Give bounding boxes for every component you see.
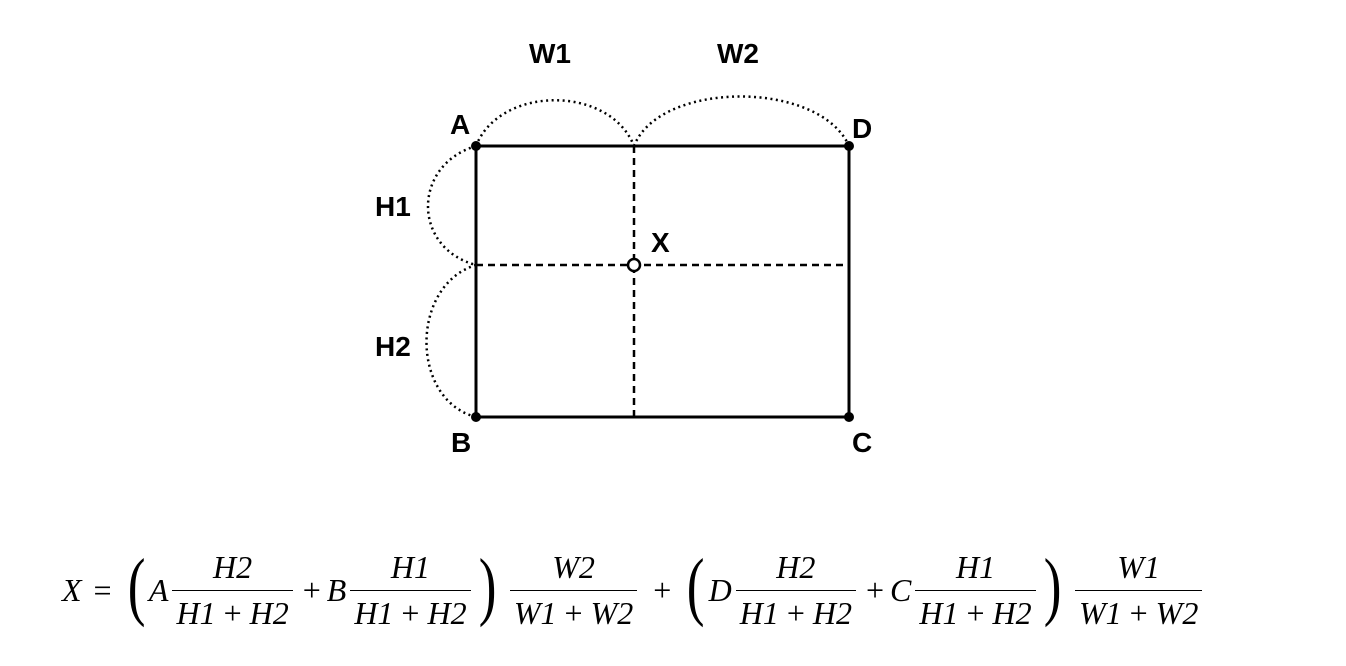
w2-dotted-arc xyxy=(632,95,851,147)
label-x: X xyxy=(651,227,670,258)
fraction-numerator: W1 xyxy=(1117,548,1160,585)
fraction-numerator: H2 xyxy=(776,548,816,585)
bilinear-formula: X = ( A H2 H1+H2 + B H1 H1+H2 ) W2 W1+W2… xyxy=(62,545,1206,635)
term2-weight-fraction: W1 W1+W2 xyxy=(1074,548,1203,632)
point-b xyxy=(471,412,481,422)
point-d xyxy=(844,141,854,151)
label-d: D xyxy=(852,113,873,144)
fraction-denominator: W1+W2 xyxy=(509,589,638,632)
fraction-denominator: H1+H2 xyxy=(172,589,293,632)
label-w1: W1 xyxy=(529,38,571,69)
w1-dotted-arc xyxy=(474,99,636,147)
fraction-denominator: H1+H2 xyxy=(350,589,471,632)
rectangle-abcd xyxy=(474,144,851,419)
term2-coef-c: C xyxy=(890,571,912,608)
term2-fraction-1: H2 H1+H2 xyxy=(735,548,856,632)
formula-lhs: X xyxy=(62,571,82,608)
term2-coef-d: D xyxy=(708,571,732,608)
formula-plus: + xyxy=(653,571,672,608)
term1-coef-b: B xyxy=(326,571,347,608)
h2-dotted-arc xyxy=(425,263,477,419)
fraction-numerator: W2 xyxy=(552,548,595,585)
fraction-denominator: H1+H2 xyxy=(915,589,1036,632)
term2-open-paren: ( xyxy=(687,544,705,628)
h1-dotted-arc xyxy=(426,144,477,267)
point-x xyxy=(626,257,642,273)
term1-plus: + xyxy=(302,571,321,608)
fraction-numerator: H1 xyxy=(955,548,996,585)
fraction-numerator: H1 xyxy=(390,548,430,585)
label-h1: H1 xyxy=(375,191,411,222)
term1-coef-a: A xyxy=(148,571,169,608)
point-a xyxy=(471,141,481,151)
term1-open-paren: ( xyxy=(127,544,146,628)
point-c xyxy=(844,412,854,422)
term2-close-paren: ) xyxy=(1043,544,1062,628)
term1-close-paren: ) xyxy=(478,544,497,628)
term2-fraction-2: H1 H1+H2 xyxy=(915,548,1036,632)
term1-weight-fraction: W2 W1+W2 xyxy=(509,548,638,632)
label-h2: H2 xyxy=(375,331,411,362)
term2-plus: + xyxy=(865,571,885,608)
fraction-denominator: H1+H2 xyxy=(735,589,856,632)
term1-fraction-1: H2 H1+H2 xyxy=(172,548,293,632)
label-a: A xyxy=(450,109,471,140)
fraction-numerator: H2 xyxy=(213,548,253,585)
label-b: B xyxy=(451,427,472,458)
term1-fraction-2: H1 H1+H2 xyxy=(350,548,471,632)
formula-equals: = xyxy=(93,571,112,608)
fraction-denominator: W1+W2 xyxy=(1074,589,1203,632)
label-w2: W2 xyxy=(717,38,759,69)
label-c: C xyxy=(852,427,873,458)
